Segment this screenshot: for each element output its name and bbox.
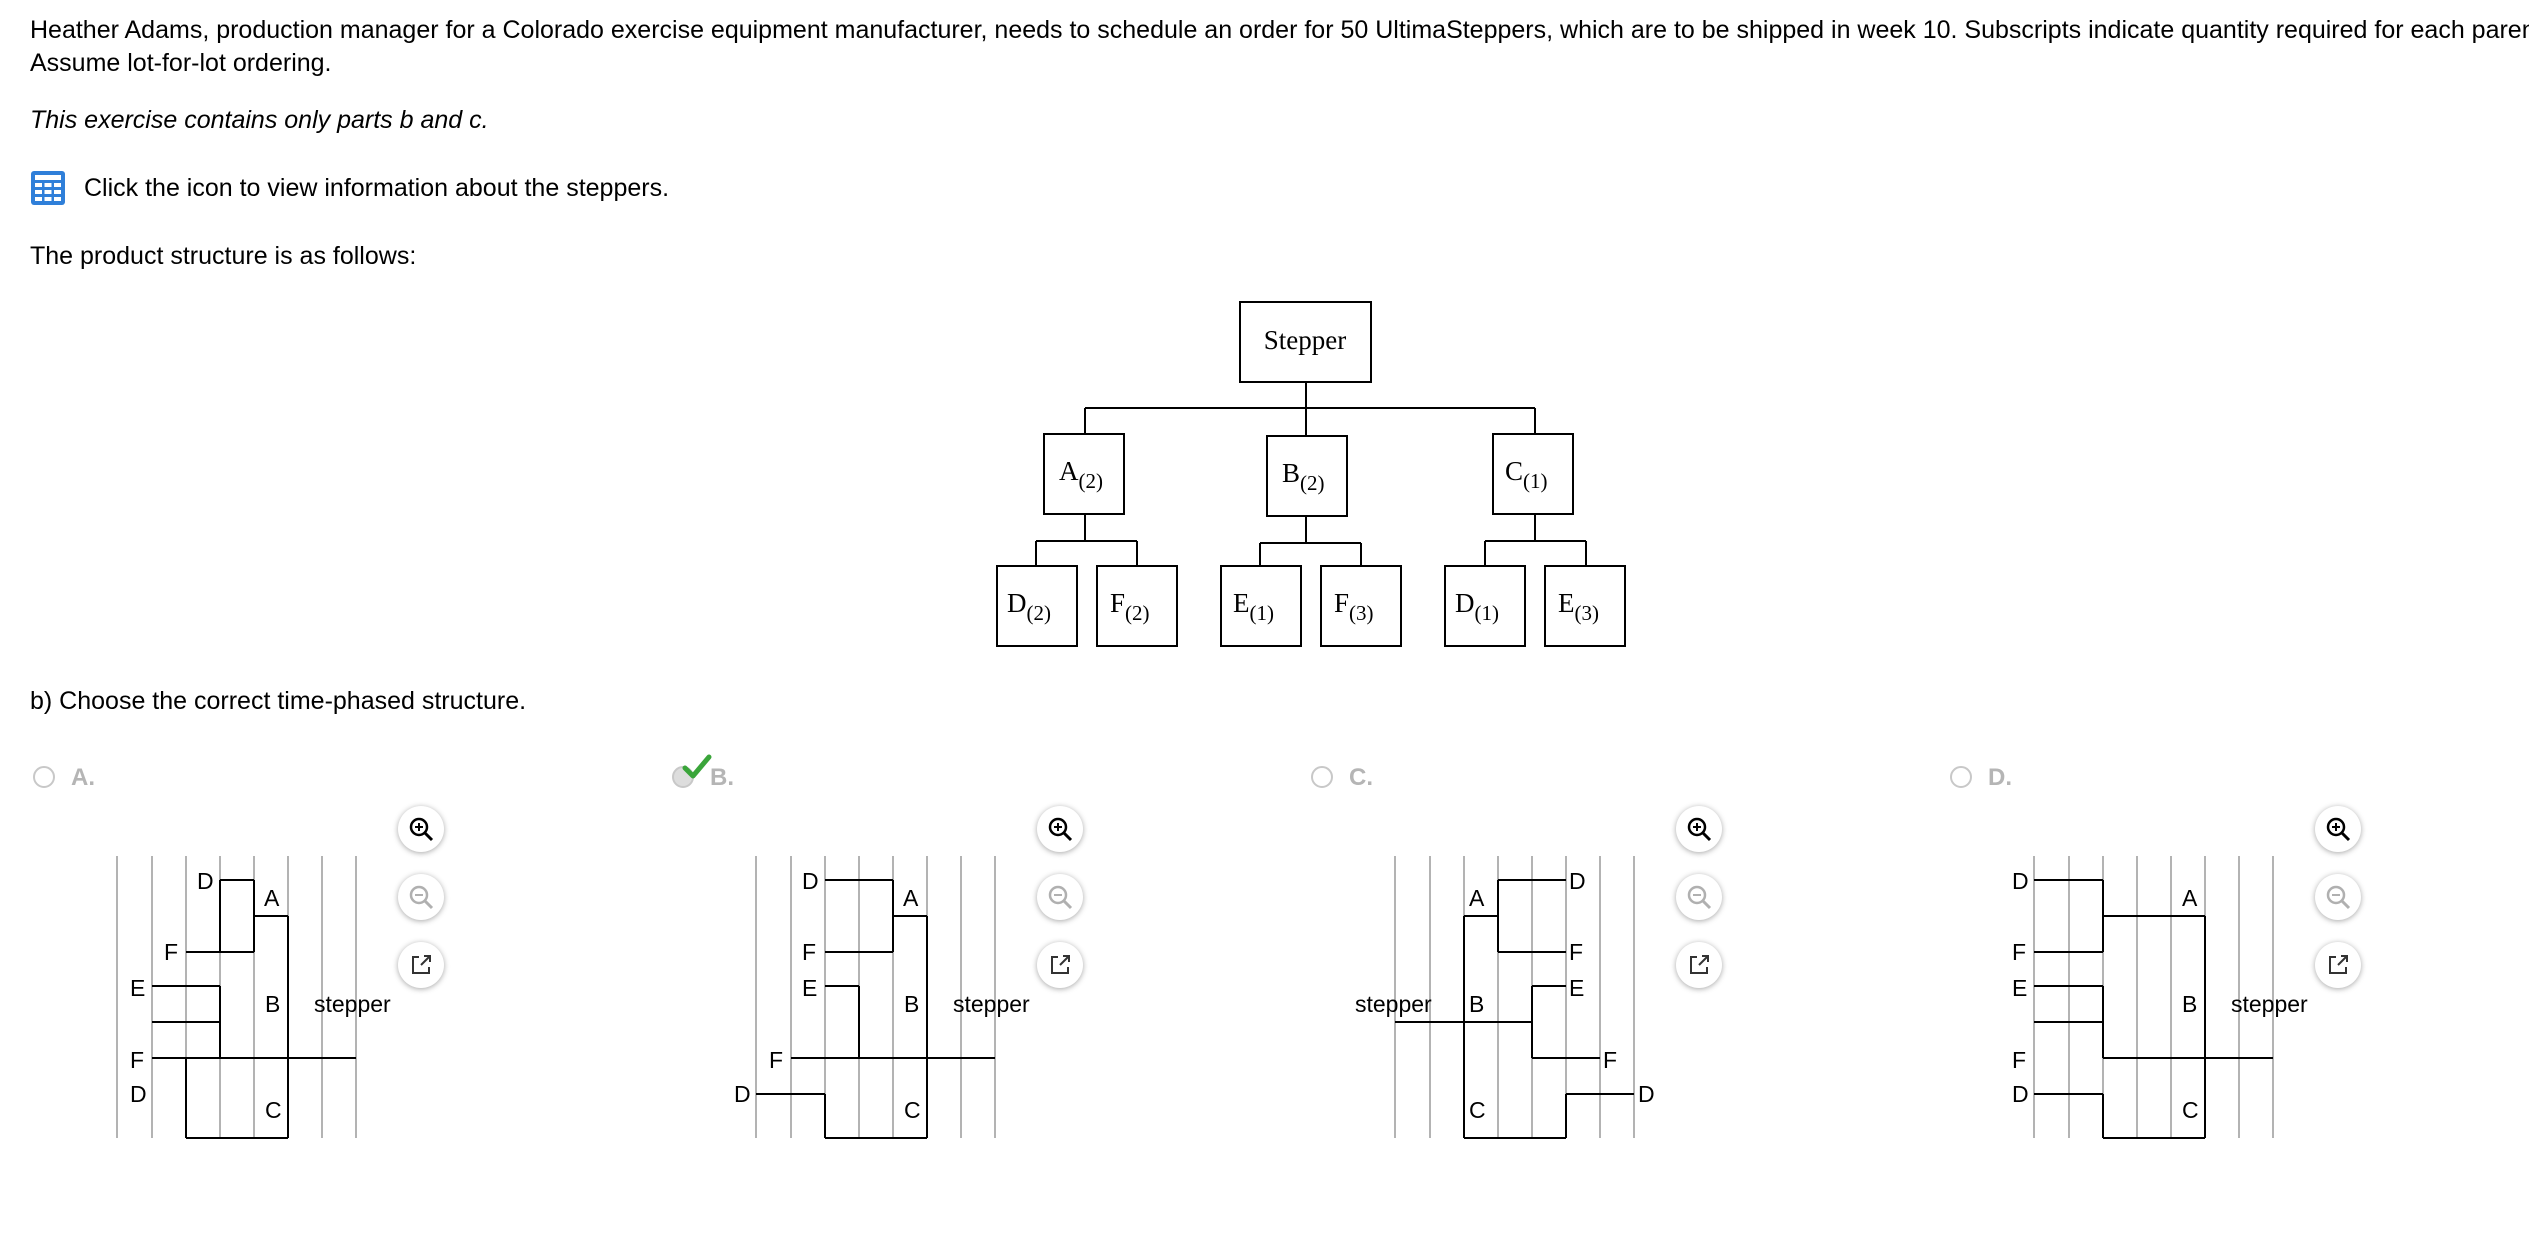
zoom-out-button[interactable] [1037, 874, 1083, 920]
checkmark-icon [682, 754, 712, 779]
question-b: b) Choose the correct time-phased struct… [30, 687, 527, 715]
popout-icon [1690, 955, 1709, 974]
diag-b-label-b: B [904, 991, 919, 1017]
structure-intro: The product structure is as follows: [30, 242, 417, 270]
zoom-in-icon [409, 817, 434, 842]
option-b-label: B. [710, 764, 734, 791]
diag-c-label-a: A [1469, 885, 1485, 911]
time-phased-diagram-a: D A F E B stepper F D C [116, 856, 391, 1139]
diag-a-label-e: E [130, 975, 145, 1001]
diag-b-label-e: E [802, 975, 817, 1001]
tree-node-c: C(1) [1505, 456, 1548, 493]
diag-c-label-f2: F [1603, 1047, 1617, 1073]
info-text: Click the icon to view information about… [84, 173, 670, 202]
diag-d-label-b: B [2182, 991, 2197, 1017]
zoom-out-icon [2326, 885, 2351, 910]
zoom-out-icon [1687, 885, 1712, 910]
diag-a-label-d2: D [130, 1081, 147, 1107]
option-a-radio[interactable] [33, 766, 55, 788]
option-d-radio[interactable] [1950, 766, 1972, 788]
option-c-radio[interactable] [1311, 766, 1333, 788]
diag-b-label-d1: D [802, 868, 819, 894]
tree-node-e-c: E(3) [1558, 588, 1599, 625]
info-row: Click the icon to view information about… [30, 170, 669, 206]
diag-c-label-f1: F [1569, 939, 1583, 965]
exercise-note: This exercise contains only parts b and … [30, 106, 489, 134]
zoom-in-icon [1048, 817, 1073, 842]
diag-b-label-stepper: stepper [953, 991, 1030, 1017]
diag-d-label-d2: D [2012, 1081, 2029, 1107]
option-b[interactable]: D A F E B stepper F D C B. [672, 754, 1312, 1156]
popout-button[interactable] [1676, 942, 1722, 988]
diag-c-label-d2: D [1638, 1081, 1655, 1107]
time-phased-diagram-d: D A F E B stepper F D C [2012, 856, 2308, 1139]
diag-d-label-c: C [2182, 1097, 2199, 1123]
popout-icon [1051, 955, 1070, 974]
diag-d-label-a: A [2182, 885, 2198, 911]
zoom-in-button[interactable] [398, 806, 444, 852]
problem-statement: Heather Adams, production manager for a … [30, 16, 2529, 77]
tree-node-stepper: Stepper [1264, 325, 1346, 355]
time-phased-diagram-b: D A F E B stepper F D C [734, 856, 1030, 1139]
zoom-out-icon [409, 885, 434, 910]
diag-a-label-f2: F [130, 1047, 144, 1073]
diag-b-label-f1: F [802, 939, 816, 965]
tree-node-b: B(2) [1282, 458, 1325, 495]
zoom-out-button[interactable] [398, 874, 444, 920]
grid-icon[interactable] [30, 170, 66, 206]
time-phased-diagram-c: A D F E stepper B F D C [1355, 856, 1655, 1139]
diag-d-label-e: E [2012, 975, 2027, 1001]
diag-a-label-stepper: stepper [314, 991, 391, 1017]
popout-button[interactable] [2315, 942, 2361, 988]
tree-node-d-c: D(1) [1455, 588, 1499, 625]
option-c-label: C. [1349, 764, 1373, 791]
tree-node-a: A(2) [1059, 456, 1103, 493]
zoom-in-button[interactable] [2315, 806, 2361, 852]
popout-icon [2329, 955, 2348, 974]
option-a[interactable]: D A F E B stepper F D C A. [33, 756, 673, 1156]
diag-a-label-b: B [265, 991, 280, 1017]
zoom-out-button[interactable] [2315, 874, 2361, 920]
diag-a-label-f1: F [164, 939, 178, 965]
diag-b-label-c: C [904, 1097, 921, 1123]
diag-c-label-stepper: stepper [1355, 991, 1432, 1017]
zoom-in-icon [1687, 817, 1712, 842]
option-a-label: A. [71, 764, 95, 791]
diag-d-label-f2: F [2012, 1047, 2026, 1073]
popout-button[interactable] [398, 942, 444, 988]
diag-a-label-d1: D [197, 868, 214, 894]
diag-d-label-stepper: stepper [2231, 991, 2308, 1017]
option-d[interactable]: D A F E B stepper F D C D. [1950, 756, 2529, 1156]
diag-c-label-e: E [1569, 975, 1584, 1001]
diag-d-label-f1: F [2012, 939, 2026, 965]
zoom-in-button[interactable] [1037, 806, 1083, 852]
tree-node-e-b: E(1) [1233, 588, 1274, 625]
option-d-label: D. [1988, 764, 2012, 791]
option-c[interactable]: A D F E stepper B F D C C. [1311, 756, 1951, 1156]
zoom-in-button[interactable] [1676, 806, 1722, 852]
tree-node-d-a: D(2) [1007, 588, 1051, 625]
zoom-in-icon [2326, 817, 2351, 842]
diag-c-label-d1: D [1569, 868, 1586, 894]
diag-c-label-b: B [1469, 991, 1484, 1017]
zoom-out-icon [1048, 885, 1073, 910]
diag-a-label-a: A [264, 885, 280, 911]
popout-icon [412, 955, 431, 974]
diag-b-label-a: A [903, 885, 919, 911]
diag-b-label-f2: F [769, 1047, 783, 1073]
diag-b-label-d2: D [734, 1081, 751, 1107]
diag-a-label-c: C [265, 1097, 282, 1123]
zoom-out-button[interactable] [1676, 874, 1722, 920]
diag-d-label-d1: D [2012, 868, 2029, 894]
popout-button[interactable] [1037, 942, 1083, 988]
tree-node-f-a: F(2) [1110, 588, 1150, 625]
diag-c-label-c: C [1469, 1097, 1486, 1123]
tree-node-f-b: F(3) [1334, 588, 1374, 625]
